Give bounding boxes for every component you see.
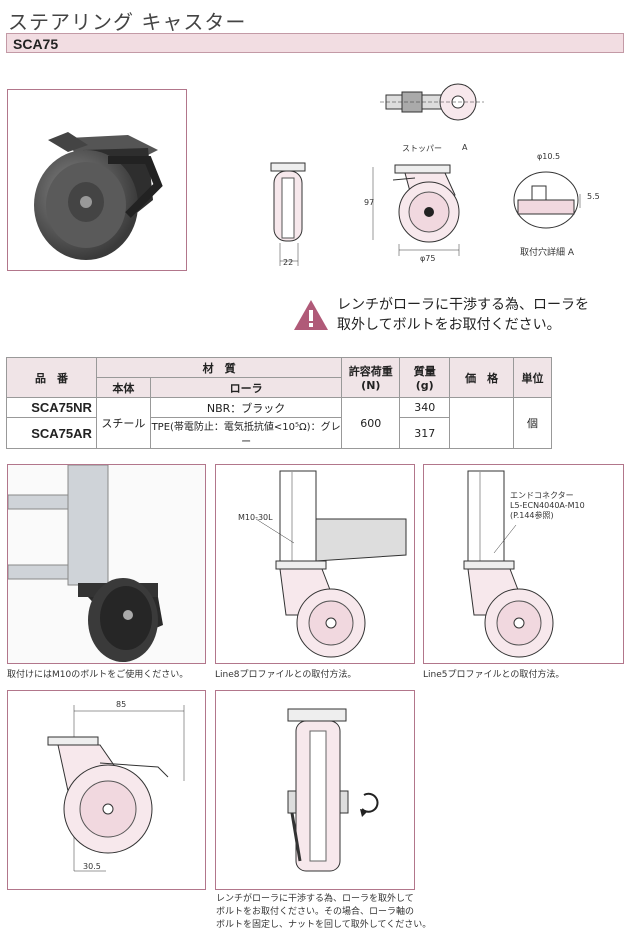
header-mass-label: 質量 xyxy=(413,365,436,378)
model-code-bar: SCA75 xyxy=(6,33,624,53)
header-load-unit: (N) xyxy=(361,379,381,392)
product-photo-frame xyxy=(7,89,187,271)
mounted-caster-photo xyxy=(8,465,205,663)
dim-30-5: 30.5 xyxy=(83,862,101,871)
removal-drawing-frame xyxy=(215,690,415,890)
caption-photo2: 取付けにはM10のボルトをご使用ください。 xyxy=(7,670,189,680)
header-mass: 質量(g) xyxy=(399,357,451,398)
part-no-cell: SCA75AR xyxy=(6,417,97,449)
a-label: A xyxy=(462,143,468,152)
top-view-drawing xyxy=(380,83,484,121)
part-no-cell: SCA75NR xyxy=(6,397,97,418)
end-connector-line-2: L5-ECN4040A-M10 xyxy=(510,501,585,510)
header-roller: ローラ xyxy=(149,377,343,398)
end-connector-label: エンドコネクター L5-ECN4040A-M10 (P.144参照) xyxy=(510,491,585,521)
body-cell: スチール xyxy=(95,397,151,449)
page-title: ステアリング キャスター xyxy=(8,10,247,34)
header-price: 価 格 xyxy=(449,357,515,398)
caption-bottom-line-3: ボルトを固定し、ナットを回して取外してください。 xyxy=(216,920,432,930)
price-cell xyxy=(449,397,515,449)
header-material: 材 質 xyxy=(95,357,343,378)
side-view-drawing xyxy=(270,162,306,266)
caption-bottom: レンチがローラに干渉する為、ローラを取外して ボルトをお取付ください。その場合、… xyxy=(216,893,431,932)
line8-drawing-frame xyxy=(215,464,415,664)
header-part-no: 品 番 xyxy=(6,357,97,398)
dimension-drawing-frame xyxy=(7,690,206,890)
mass-cell: 317 xyxy=(399,417,451,449)
removal-drawing xyxy=(287,708,379,872)
caption-line8: Line8プロファイルとの取付方法。 xyxy=(215,670,357,680)
dim-22: 22 xyxy=(283,258,294,267)
warning-line-2: 取外してボルトをお取付ください。 xyxy=(337,317,561,333)
mass-cell: 340 xyxy=(399,397,451,418)
end-connector-line-1: エンドコネクター xyxy=(510,491,574,500)
table-row: SCA75AR TPE(帯電防止：電気抵抗値<10⁵Ω)：グレー 317 xyxy=(6,417,552,449)
line8-drawing xyxy=(255,470,407,658)
m10-label: M10-30L xyxy=(238,513,273,522)
front-view-drawing xyxy=(372,164,460,256)
header-load-label: 許容荷重 xyxy=(348,365,393,378)
caption-bottom-line-1: レンチがローラに干渉する為、ローラを取外して xyxy=(216,894,414,904)
detail-a-label: 取付穴詳細 A xyxy=(520,248,575,258)
unit-cell: 個 xyxy=(513,397,552,449)
header-body: 本体 xyxy=(95,377,151,398)
line5-drawing xyxy=(463,470,554,658)
warning-text: レンチがローラに干渉する為、ローラを 取外してボルトをお取付ください。 xyxy=(337,295,589,335)
header-unit: 単位 xyxy=(513,357,552,398)
warning-line-1: レンチがローラに干渉する為、ローラを xyxy=(337,297,589,313)
dim-phi75: φ75 xyxy=(420,254,436,263)
end-connector-line-3: (P.144参照) xyxy=(510,511,554,520)
warning-icon xyxy=(294,300,328,330)
caster-photo xyxy=(34,132,163,260)
dim-97: 97 xyxy=(364,198,375,207)
dimension-drawing xyxy=(47,705,185,872)
line5-drawing-frame xyxy=(423,464,624,664)
table-row: SCA75NR スチール NBR：ブラック 600 340 個 xyxy=(6,397,552,449)
mount-photo-frame xyxy=(7,464,206,664)
caption-bottom-line-2: ボルトをお取付ください。その場合、ローラ軸の xyxy=(216,907,415,917)
dim-85: 85 xyxy=(116,700,127,709)
load-cell: 600 xyxy=(341,397,401,449)
dim-5-5: 5.5 xyxy=(587,192,600,201)
stopper-label: ストッパー xyxy=(402,144,442,153)
caption-line5: Line5プロファイルとの取付方法。 xyxy=(423,670,565,680)
roller-cell: TPE(帯電防止：電気抵抗値<10⁵Ω)：グレー xyxy=(149,417,343,449)
dim-phi10-5: φ10.5 xyxy=(537,152,561,161)
header-mass-unit: (g) xyxy=(415,379,434,392)
roller-cell: NBR：ブラック xyxy=(149,397,343,418)
spec-table: 品 番 材 質 許容荷重(N) 質量(g) 価 格 単位 本体 ローラ SCA7… xyxy=(6,357,552,449)
detail-a-drawing xyxy=(513,171,581,229)
header-load: 許容荷重(N) xyxy=(341,357,401,398)
